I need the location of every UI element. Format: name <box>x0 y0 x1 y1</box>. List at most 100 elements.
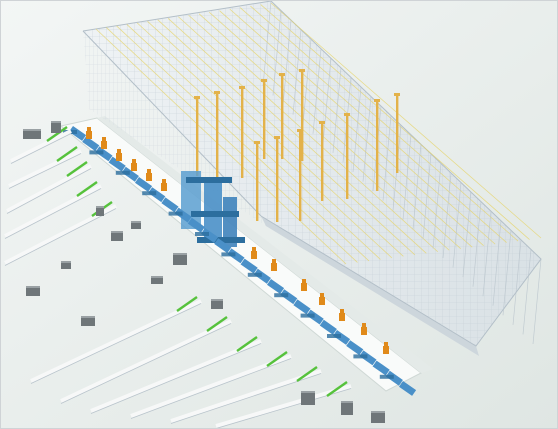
conveyor-crossbar <box>115 170 130 175</box>
gray-block-top <box>23 129 41 131</box>
rack-upright <box>442 172 452 259</box>
lane-strip <box>170 369 322 423</box>
green-belt <box>66 161 88 177</box>
robot-arm <box>302 279 306 283</box>
crane-top <box>239 86 245 89</box>
gray-block-top <box>111 231 123 233</box>
rack-upright <box>472 201 482 287</box>
crane-mast <box>263 79 266 159</box>
gray-block-top <box>61 261 71 263</box>
conveyor-segment <box>187 217 205 233</box>
gray-block-top <box>301 391 315 393</box>
robot-body <box>271 263 277 271</box>
lane-shadow <box>130 358 292 419</box>
rack-upright <box>492 220 502 306</box>
green-belt <box>76 181 98 197</box>
rack-front-grid <box>83 1 541 346</box>
stacker-cranes <box>194 69 400 222</box>
lane-strip <box>60 319 232 403</box>
conveyor-crossbar <box>89 150 104 155</box>
gray-block-top <box>51 121 61 123</box>
conveyor-crossbar <box>379 374 394 379</box>
robot-body <box>251 251 257 259</box>
crane-mast <box>281 73 284 159</box>
conveyor-segment <box>253 268 271 284</box>
lane-strip <box>10 129 72 163</box>
gray-block <box>96 206 104 216</box>
crane-top <box>319 121 325 124</box>
green-belt <box>236 336 258 352</box>
crane-top <box>261 79 267 82</box>
robot-arm <box>340 309 344 313</box>
conveyor-crossbar <box>274 293 289 298</box>
robot-arm <box>102 137 106 141</box>
rack-top-beam <box>167 17 427 254</box>
lane-strip <box>130 354 292 418</box>
robot-arm <box>384 342 388 346</box>
gray-block <box>211 299 223 309</box>
lane-shadow <box>30 303 202 384</box>
rack-outline <box>82 1 542 347</box>
robot-arm <box>272 259 276 263</box>
robot-body <box>116 153 122 161</box>
gray-block-top <box>26 286 40 288</box>
conveyor-crossbar <box>195 232 209 236</box>
rack-upright <box>302 39 312 125</box>
rack-upright <box>452 182 462 268</box>
gray-block <box>51 121 61 133</box>
gray-block <box>26 286 40 296</box>
rack-top-beam <box>229 8 496 245</box>
conveyor-crossbar <box>221 252 236 257</box>
robot-arm <box>117 149 121 153</box>
rack-upright <box>532 258 542 345</box>
lane-strip <box>4 184 102 238</box>
conveyor-segment <box>95 146 113 162</box>
conveyor-segment <box>398 380 417 396</box>
robot-body <box>301 283 307 291</box>
lane-shadow <box>90 343 262 414</box>
green-belt <box>296 366 318 382</box>
conveyor-segment <box>280 289 298 305</box>
rack-upright <box>502 230 512 316</box>
rack-upright <box>422 153 432 239</box>
rack-upright <box>272 10 282 96</box>
rack-top-beam <box>239 7 507 243</box>
rack-side-face <box>261 216 479 356</box>
green-belt <box>266 351 288 367</box>
gray-block <box>81 316 95 326</box>
conveyor-segment <box>68 126 87 141</box>
lane-strip <box>30 299 202 383</box>
lane-shadow <box>8 153 82 189</box>
rack-upright <box>362 96 372 182</box>
rack-upright <box>332 67 342 153</box>
lane-strip <box>8 149 82 188</box>
robot-body <box>146 173 152 181</box>
rack-top-beam <box>157 19 416 256</box>
robot-body <box>161 183 167 191</box>
rack-top-beam <box>198 13 461 250</box>
conveyor-segment <box>214 238 232 254</box>
crane-top <box>254 141 260 144</box>
crane-mast <box>299 129 302 221</box>
rack-top-beam <box>178 16 439 253</box>
robot-body <box>339 313 345 321</box>
rack-upright <box>462 192 472 278</box>
rack-upright <box>412 144 422 230</box>
robot-body <box>101 141 107 149</box>
conveyor-segment <box>108 156 126 172</box>
conveyor-crossbar <box>353 354 368 359</box>
rack-upright <box>262 1 272 87</box>
robot-arm <box>147 169 151 173</box>
rack-upright <box>282 20 292 106</box>
gray-block-top <box>151 276 163 278</box>
lane-shadow <box>170 373 322 424</box>
aisle-conveyor-line <box>63 126 417 396</box>
conveyor-segment <box>346 340 364 356</box>
rack-top-beam <box>126 24 381 260</box>
rack-top-beam <box>260 4 530 240</box>
rack-upright <box>522 249 532 335</box>
robot-arm <box>87 127 91 131</box>
dock-blocks <box>23 121 385 423</box>
green-belt <box>326 381 348 397</box>
conveyor-segment <box>200 227 219 243</box>
